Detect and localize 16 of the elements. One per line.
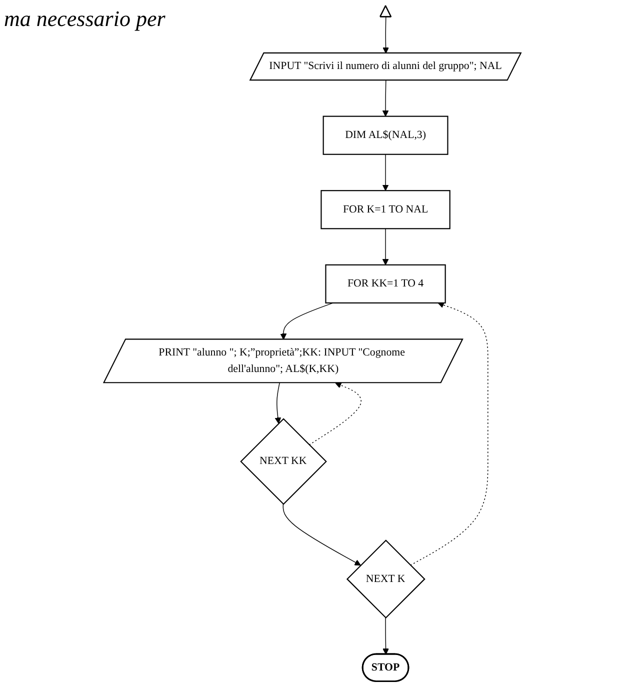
arrow [274,382,281,424]
node-box: DIM AL$(NAL,3) [322,116,448,155]
arrow [282,504,361,566]
note-text: ma necessario per [4,6,166,32]
arrow [308,382,362,446]
node-box: FOR K=1 TO NAL [320,190,450,230]
arrow [410,302,488,566]
node-box: FOR KK=1 TO 4 [324,264,446,304]
arrow [382,617,389,655]
arrow [280,302,334,340]
arrow [382,228,388,266]
arrow [382,80,388,117]
arrow [382,154,388,191]
node-diamond: NEXT K [346,540,425,619]
node-diamond: NEXT KK [240,418,327,505]
arrow [382,16,389,54]
